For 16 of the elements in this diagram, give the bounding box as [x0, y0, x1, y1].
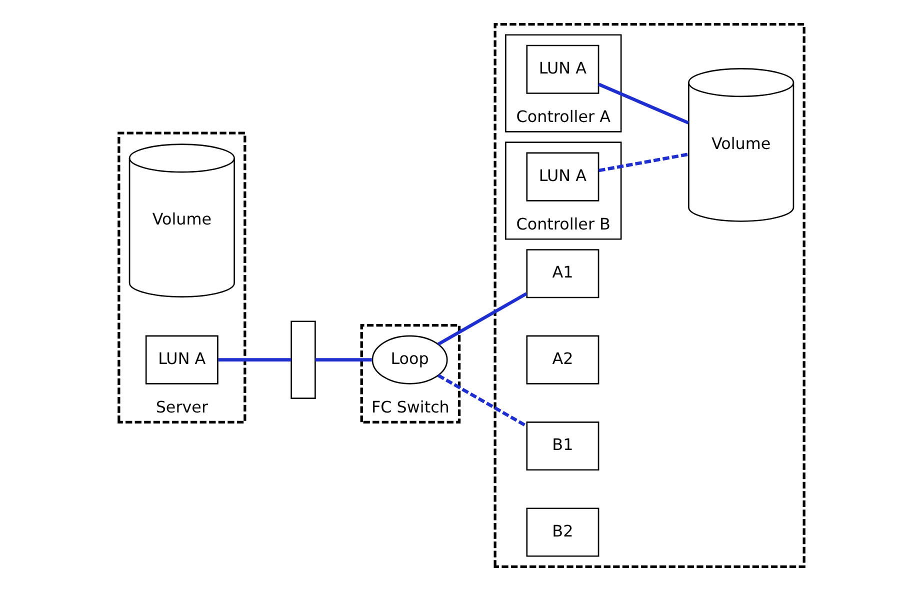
node-ellipse: Loop: [371, 335, 448, 384]
node-box: B1: [526, 422, 599, 471]
connector: [437, 374, 527, 428]
node-box: A1: [526, 249, 599, 298]
connector: [437, 292, 527, 346]
node-box: A2: [526, 335, 599, 384]
node-box: LUN A: [526, 44, 599, 94]
node-box: LUN A: [144, 335, 218, 384]
connector: [598, 82, 689, 124]
connector: [218, 358, 291, 362]
connector: [314, 358, 372, 362]
cluster: [493, 22, 805, 568]
node-box: B2: [526, 508, 599, 557]
connector: [598, 152, 688, 172]
node-box: [290, 320, 316, 399]
node-box: LUN A: [526, 152, 599, 202]
